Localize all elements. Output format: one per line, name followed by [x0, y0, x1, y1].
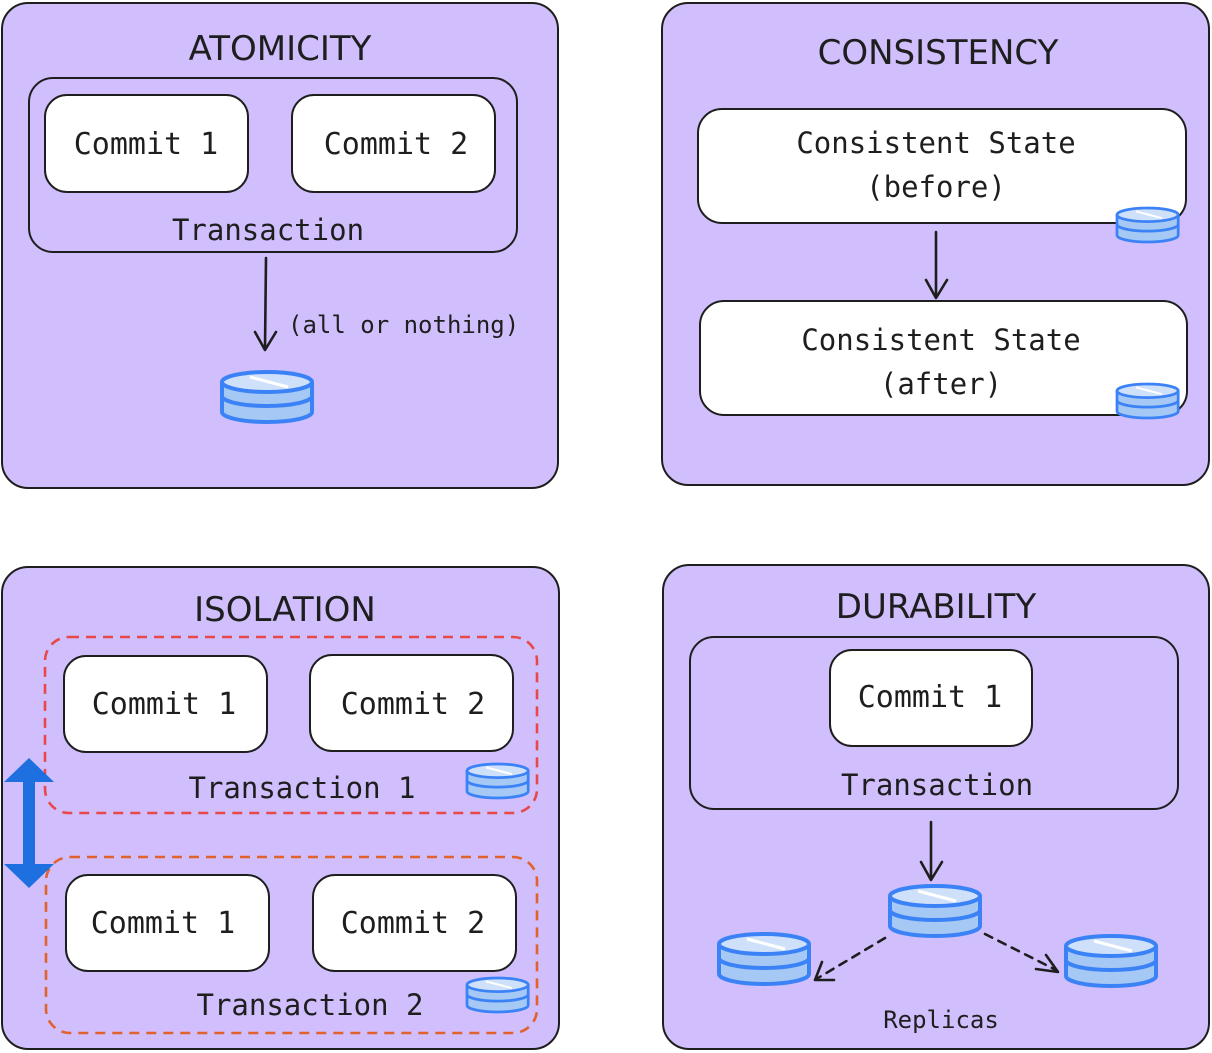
durability-arrow [919, 820, 944, 882]
database-icon [220, 370, 314, 424]
durability-replicas-label: Replicas [883, 1006, 999, 1034]
isolation-t1-commit-2-label: Commit 2 [341, 687, 486, 722]
database-icon [1115, 382, 1180, 420]
consistency-before-line2: (before) [866, 170, 1006, 204]
database-icon [465, 976, 530, 1014]
atomicity-commit-1-box [44, 94, 249, 193]
atomicity-transaction-label: Transaction [172, 213, 364, 247]
isolation-t2-commit-2-box [312, 874, 517, 972]
isolation-transaction-1-box [43, 635, 539, 815]
atomicity-commit-2-label: Commit 2 [324, 127, 469, 162]
durability-commit-1-box [829, 649, 1033, 747]
isolation-t2-commit-1-box [65, 874, 270, 972]
durability-panel: DURABILITY Commit 1 Transaction Replicas [662, 564, 1210, 1050]
consistency-before-line1: Consistent State [796, 126, 1075, 160]
consistency-after-line1: Consistent State [801, 323, 1080, 357]
consistency-panel: CONSISTENCY Consistent State (before) Co… [661, 2, 1210, 486]
isolation-title: ISOLATION [194, 590, 376, 630]
replica-arrow-right [983, 932, 1060, 974]
isolation-transaction-1-label: Transaction 1 [189, 771, 416, 805]
isolation-background [1, 566, 560, 1050]
isolation-t2-commit-2-label: Commit 2 [341, 906, 486, 941]
database-icon [717, 932, 811, 986]
database-icon [1115, 206, 1180, 244]
atomicity-note: (all or nothing) [288, 311, 519, 339]
isolation-transaction-2-label: Transaction 2 [197, 988, 424, 1022]
consistency-before-box [697, 108, 1187, 224]
isolation-t1-commit-1-label: Commit 1 [92, 687, 237, 722]
atomicity-arrow [253, 256, 278, 352]
atomicity-transaction-box [28, 77, 518, 253]
durability-commit-1-label: Commit 1 [858, 680, 1003, 715]
database-icon [1064, 934, 1158, 988]
atomicity-title: ATOMICITY [189, 29, 372, 69]
isolation-transaction-2-box [44, 855, 539, 1035]
database-icon [888, 884, 982, 938]
atomicity-panel: ATOMICITY Commit 1 Commit 2 Transaction … [1, 2, 559, 489]
durability-transaction-label: Transaction [841, 768, 1033, 802]
replica-arrow-left [813, 936, 887, 982]
consistency-arrow [924, 230, 949, 300]
consistency-after-box [699, 300, 1188, 416]
durability-transaction-box [689, 636, 1179, 810]
database-icon [465, 762, 530, 800]
consistency-title: CONSISTENCY [818, 33, 1059, 73]
double-arrow-icon [4, 758, 54, 888]
isolation-t2-commit-1-label: Commit 1 [91, 906, 236, 941]
atomicity-commit-1-label: Commit 1 [74, 127, 219, 162]
consistency-after-line2: (after) [880, 367, 1002, 401]
atomicity-commit-2-box [291, 94, 496, 193]
isolation-panel: ISOLATION Commit 1 Commit 2 Transaction … [1, 566, 560, 1050]
isolation-t1-commit-2-box [309, 654, 514, 752]
isolation-t1-commit-1-box [63, 655, 268, 753]
durability-background [662, 564, 1210, 1050]
durability-title: DURABILITY [836, 587, 1037, 627]
